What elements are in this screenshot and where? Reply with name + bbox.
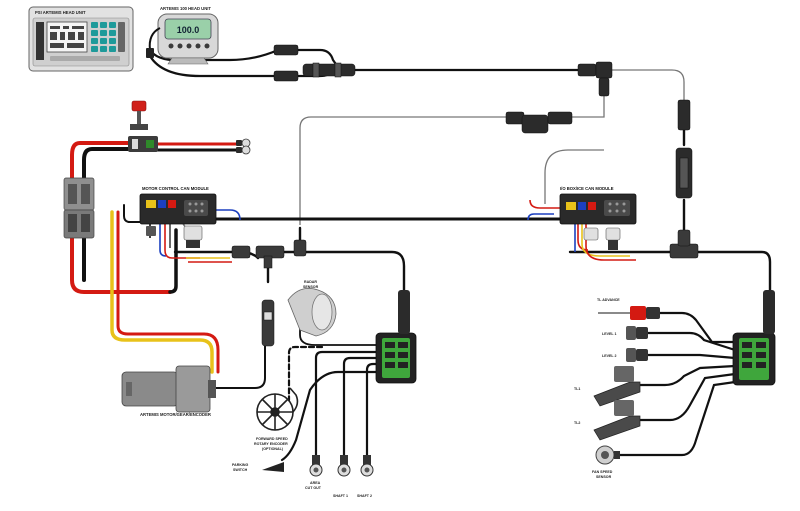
- motor-control-module-label: MOTOR CONTROL CAN MODULE: [142, 186, 209, 191]
- area-label-2: CUT OUT: [305, 486, 322, 490]
- shaft1-label: SHAFT 1: [333, 494, 348, 498]
- fan-label-1: FAN SPEED: [592, 470, 613, 474]
- motor-control-can-module: MOTOR CONTROL CAN MODULE: [139, 186, 217, 225]
- fan-speed-sensor: FAN SPEED SENSOR: [592, 445, 620, 479]
- radar-sensor: RADAR SENSOR: [287, 280, 337, 337]
- encoder-label-2: ROTARY ENCODER: [254, 442, 288, 446]
- motor-label: ARTEMIS MOTOR/GEAR/ENCODER: [140, 412, 211, 417]
- encoder-label-1: FORWARD SPEED: [256, 437, 288, 441]
- psi-artemis-head-unit: PSI ARTEMIS HEAD UNIT: [28, 6, 134, 72]
- tl2-label: TL2: [574, 421, 580, 425]
- psi-keypad: [91, 22, 116, 52]
- tl-advance-sensor: TL ADVANCE: [597, 298, 660, 320]
- grey-signal-cables: [299, 69, 685, 225]
- anderson-connector: [63, 177, 95, 239]
- io-can-module: I/O BOX/ICE CAN MODULE: [559, 186, 637, 225]
- artemis-100-display: 100.0: [177, 25, 200, 35]
- artemis-100-label: ARTEMIS 100 HEAD UNIT: [160, 6, 211, 11]
- fan-label-2: SENSOR: [596, 475, 612, 479]
- motor-module-plugs: [146, 225, 203, 248]
- tl1-label: TL1: [574, 387, 580, 391]
- parking-switch: PARKING SWITCH: [232, 462, 284, 472]
- power-cables: [70, 141, 240, 374]
- area-label-1: AREA: [310, 481, 321, 485]
- level-2-sensor: LEVEL 2: [602, 348, 648, 362]
- psi-head-unit-label: PSI ARTEMIS HEAD UNIT: [35, 10, 86, 15]
- area-shaft-sensors: AREA CUT OUT SHAFT 1 SHAFT 2: [305, 455, 374, 498]
- shaft2-label: SHAFT 2: [357, 494, 372, 498]
- psi-screen-bars: [50, 26, 84, 48]
- parking-label-1: PARKING: [232, 463, 249, 467]
- radar-label-1: RADAR: [304, 280, 317, 284]
- junction-box-left: [375, 290, 417, 384]
- artemis-100-buttons: [168, 43, 210, 49]
- tl2-actuator: TL2: [574, 400, 641, 441]
- rotary-encoder: FORWARD SPEED ROTARY ENCODER (OPTIONAL): [254, 387, 299, 451]
- encoder-label-3: (OPTIONAL): [262, 447, 284, 451]
- tl1-actuator: TL1: [574, 366, 641, 407]
- head-unit-cables: [149, 48, 590, 78]
- level1-label: LEVEL 1: [602, 332, 617, 336]
- left-sensor-cables: [280, 319, 386, 462]
- level2-label: LEVEL 2: [602, 354, 617, 358]
- head-unit-connectors: [273, 44, 693, 199]
- circuit-breaker: [128, 100, 158, 152]
- io-module-plugs: [583, 227, 621, 250]
- junction-box-right: [732, 290, 776, 386]
- radar-label-2: SENSOR: [303, 285, 319, 289]
- motor-gear-encoder: ARTEMIS MOTOR/GEAR/ENCODER: [121, 365, 216, 417]
- battery-terminals: [236, 138, 251, 155]
- io-module-label: I/O BOX/ICE CAN MODULE: [560, 186, 614, 191]
- level-1-sensor: LEVEL 1: [602, 326, 648, 340]
- artemis-100-head-unit: 100.0 ARTEMIS 100 HEAD UNIT: [146, 6, 219, 65]
- parking-label-2: SWITCH: [233, 468, 248, 472]
- right-sensor-cables: [616, 311, 737, 457]
- t-connectors: [231, 229, 699, 347]
- tl-advance-label: TL ADVANCE: [597, 298, 620, 302]
